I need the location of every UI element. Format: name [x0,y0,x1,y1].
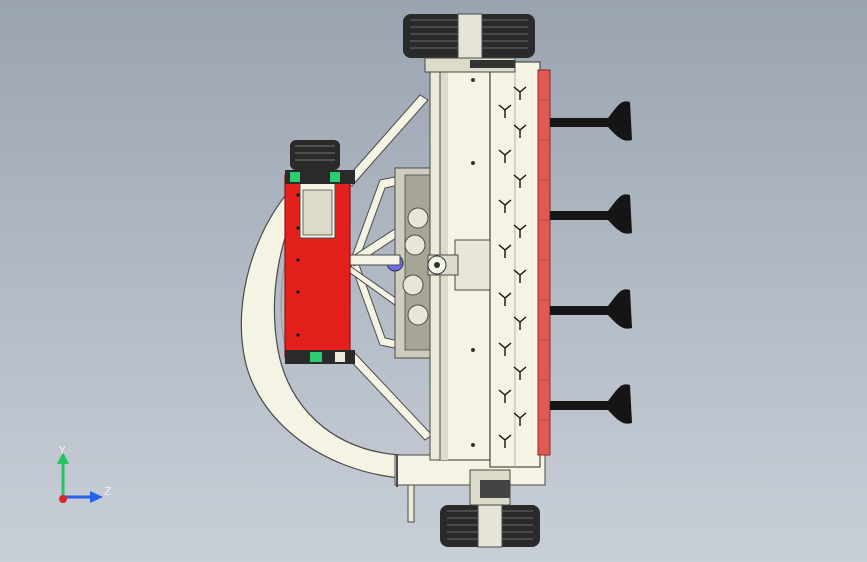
drum-bolts [471,78,475,447]
large-tines [550,101,632,424]
red-gear-housing [284,140,355,364]
y-axis-label: Y [58,444,66,457]
z-axis-label: Z [104,485,112,498]
top-wheel [403,13,535,73]
red-cover-strip [537,69,551,456]
orientation-triad: Y Z [57,444,112,503]
bottom-wheel [407,469,540,548]
tine-blades [498,86,527,448]
x-axis-dot [59,495,67,503]
cover-strip-ribs [538,99,550,421]
